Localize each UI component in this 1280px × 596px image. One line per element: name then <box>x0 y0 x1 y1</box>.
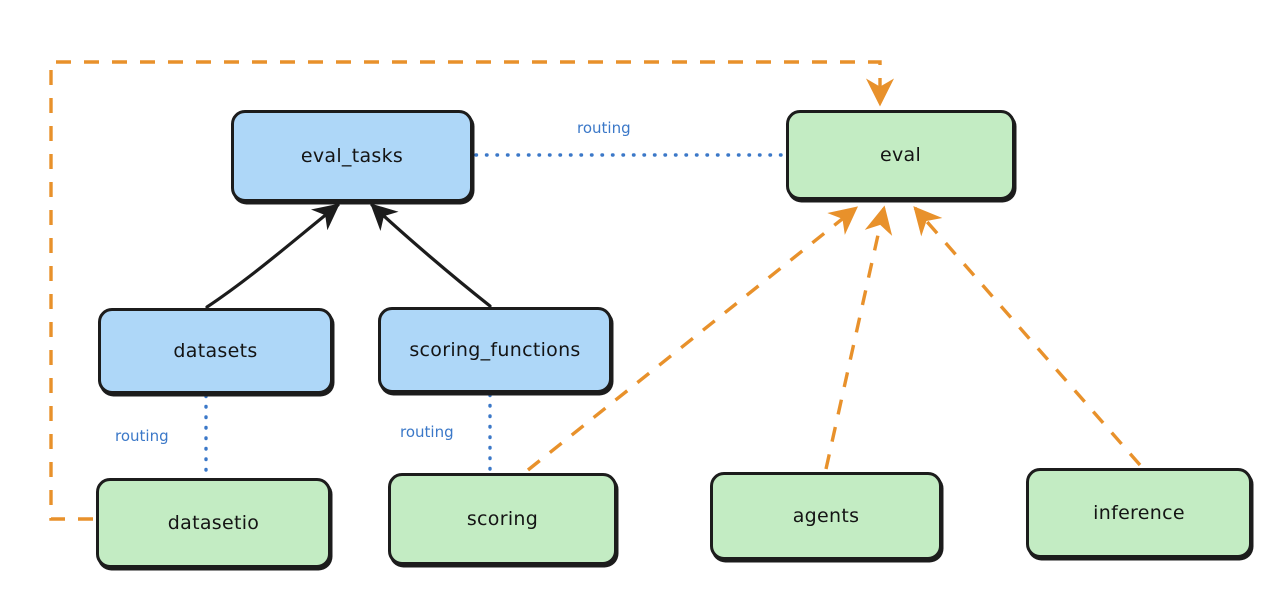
edge-scoring-to-eval-dependency <box>526 206 858 472</box>
edge-datasets-to-eval-tasks <box>205 203 340 309</box>
node-label-datasets: datasets <box>173 340 258 362</box>
node-label-eval-tasks: eval_tasks <box>300 145 404 167</box>
node-scoring-functions[interactable]: scoring_functions <box>378 307 612 393</box>
node-eval-tasks[interactable]: eval_tasks <box>231 110 473 202</box>
node-inference[interactable]: inference <box>1026 468 1252 558</box>
node-label-scoring-functions: scoring_functions <box>409 339 581 361</box>
node-datasetio[interactable]: datasetio <box>96 478 331 568</box>
node-eval[interactable]: eval <box>786 110 1015 200</box>
edge-inference-to-eval-dependency <box>913 206 1142 467</box>
node-label-scoring: scoring <box>466 508 539 530</box>
node-agents[interactable]: agents <box>710 472 942 560</box>
edge-agents-to-eval-dependency <box>824 205 893 470</box>
edge-label-routing-scoring-functions-scoring: routing <box>400 423 454 441</box>
edge-label-routing-eval-tasks-eval: routing <box>577 119 631 137</box>
edge-datasetio-to-eval-dependency <box>49 60 895 521</box>
node-label-eval: eval <box>879 144 922 166</box>
edge-label-routing-datasets-datasetio: routing <box>115 427 169 445</box>
node-scoring[interactable]: scoring <box>388 473 617 565</box>
node-label-agents: agents <box>792 505 860 527</box>
node-label-datasetio: datasetio <box>167 512 260 534</box>
node-label-inference: inference <box>1093 502 1185 524</box>
node-datasets[interactable]: datasets <box>98 308 333 394</box>
edge-scoring-functions-to-eval-tasks <box>370 203 492 308</box>
